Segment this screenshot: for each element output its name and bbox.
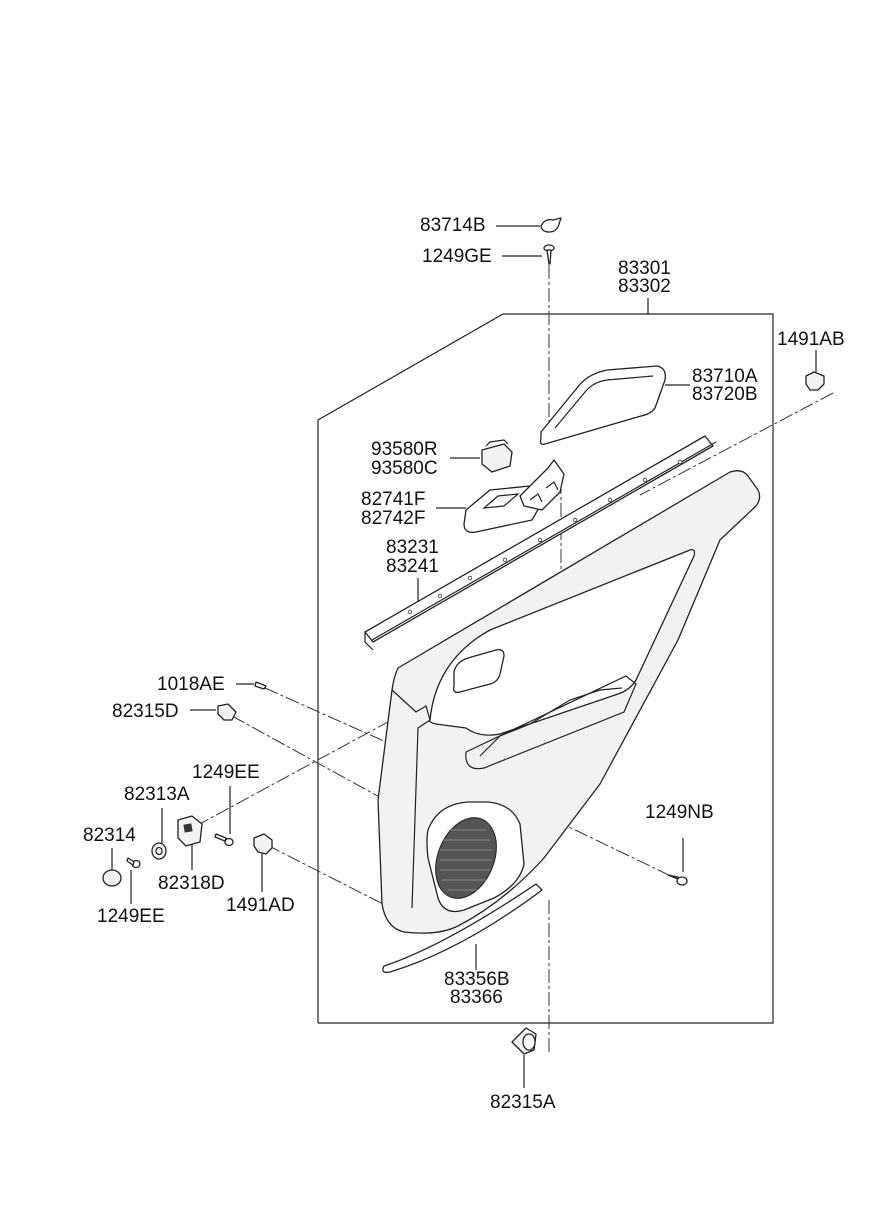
label-82315a: 82315A [490,1092,556,1113]
door-handle-recess [452,648,505,694]
clip-82315a-end [522,1033,536,1051]
label-83301: 83301 [618,258,671,279]
grip-83710a-inner [554,375,654,429]
speaker-grille-mesh [440,829,492,891]
washer-82313a-hole [155,846,163,856]
label-93580r: 93580R [371,439,438,460]
screw-1249ee-top-head [224,837,234,847]
dash-1491ab [639,392,834,496]
assembly-frame [317,313,774,1024]
bezel-82741f-window [482,493,520,509]
label-83366: 83366 [450,987,503,1008]
screw-1249ge-shaft [546,249,552,265]
label-1018ae: 1018AE [157,674,225,695]
cap-82314 [102,869,122,887]
label-83356b: 83356B [444,969,510,990]
label-82742f: 82742F [361,508,426,529]
label-1249ee-bottom: 1249EE [97,906,165,927]
screw-1018ae [254,681,267,690]
dash-1018ae [264,687,461,776]
switch-93580r [481,443,513,473]
bracket-82741f [519,459,565,511]
label-1491ab: 1491AB [777,329,845,350]
label-1249ge: 1249GE [422,246,492,267]
label-1249nb: 1249NB [645,802,714,823]
label-83231: 83231 [386,537,439,558]
door-armrest [428,548,696,736]
clip-1491ab [805,371,825,391]
bracket-82741f-detail [529,481,559,503]
label-82318d: 82318D [158,873,225,894]
label-82313a: 82313A [124,784,190,805]
dash-1491ad [266,844,386,906]
cap-83714b [540,217,562,233]
label-82741f: 82741F [361,489,426,510]
grip-83710a [539,365,666,446]
door-switch-pocket-inner [479,687,623,757]
label-82314: 82314 [83,825,136,846]
label-82315d: 82315D [112,701,179,722]
label-83241: 83241 [386,556,439,577]
screw-1249ee-bottom [126,857,135,866]
door-panel-edge [391,689,431,909]
strip-83231-holes [407,459,683,615]
strip-83356b [382,883,543,974]
clip-82315d [217,703,237,721]
door-switch-pocket [465,675,637,770]
dash-82318d [195,709,411,827]
strip-83231-edge [364,441,717,651]
bracket-82318d-slot [183,823,193,833]
screw-1249nb-head [676,876,688,886]
switch-93580r-top [485,439,509,447]
label-93580c: 93580C [371,458,438,479]
screw-1249ee-top [214,833,227,842]
dash-82315d [231,715,386,801]
label-83302: 83302 [618,276,671,297]
label-1249ee-top: 1249EE [192,762,260,783]
label-83714b: 83714B [420,215,486,236]
screw-1249nb [667,874,679,880]
label-1491ad: 1491AD [226,895,295,916]
speaker-grille [435,817,497,899]
label-83720b: 83720B [692,384,758,405]
label-83710a: 83710A [692,366,758,387]
clip-1491ad [253,833,273,855]
